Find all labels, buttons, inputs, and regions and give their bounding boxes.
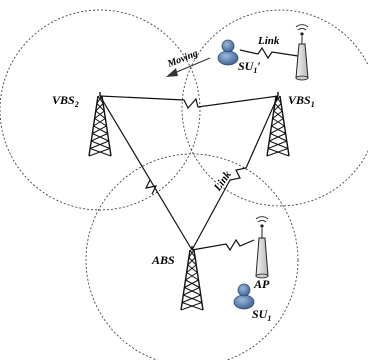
link-top-label: Link xyxy=(257,35,280,47)
links xyxy=(99,46,299,252)
access-point-top-icon xyxy=(295,24,309,81)
link-vbs2-vbs1 xyxy=(99,95,279,110)
abs-coverage-circle xyxy=(85,153,299,360)
user-su1-icon xyxy=(233,283,255,310)
abs-tower-icon xyxy=(180,246,204,311)
vbs1-coverage-circle xyxy=(181,9,368,207)
vbs1-label: VBS1 xyxy=(288,93,315,109)
coverage-circles xyxy=(0,9,368,360)
moving-label: Moving xyxy=(165,48,199,70)
su1-label: SU1 xyxy=(252,307,271,323)
ap-label: AP xyxy=(253,277,270,291)
link-vbs1-abs xyxy=(191,95,279,251)
vbs1-tower-icon xyxy=(266,92,290,157)
link-vbs2-abs xyxy=(99,95,193,251)
moving-arrow-icon xyxy=(166,57,211,77)
link-vbs2-abs-zigzag xyxy=(144,179,158,195)
link-mid-label: Link xyxy=(211,169,234,195)
link-abs-ap xyxy=(191,238,255,252)
vbs2-coverage-circle xyxy=(0,9,201,211)
vbs2-label: VBS2 xyxy=(52,93,79,109)
link-su1moved-ap xyxy=(239,46,299,60)
access-point-icon xyxy=(255,216,269,279)
su1-moved-label: SU1′ xyxy=(238,59,261,75)
vbs2-tower-icon xyxy=(88,92,112,157)
abs-label: ABS xyxy=(151,253,175,267)
user-su1-moved-icon xyxy=(217,39,239,66)
